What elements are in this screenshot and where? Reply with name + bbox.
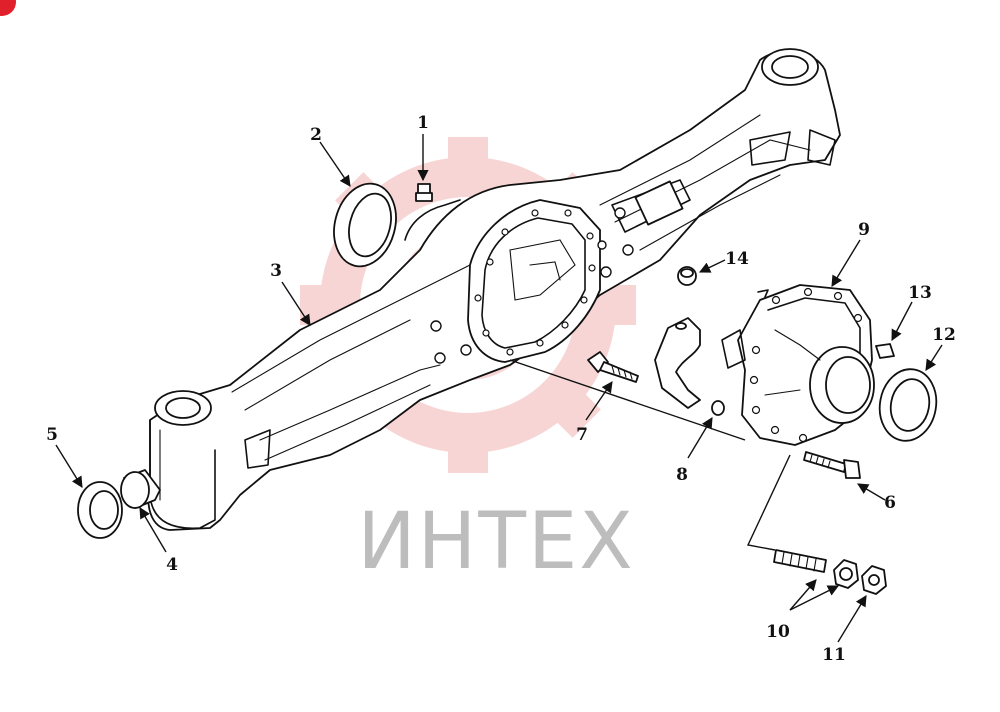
callout-2: 2	[310, 125, 322, 145]
callout-5: 5	[46, 425, 58, 445]
corner-badge	[0, 0, 16, 16]
callout-10: 10	[766, 622, 790, 642]
part-5-seal	[77, 481, 123, 539]
part-13-pin	[875, 343, 895, 359]
callout-4: 4	[166, 555, 178, 575]
callout-8: 8	[676, 465, 688, 485]
part-11-nut	[861, 565, 887, 595]
part-2-seal	[333, 182, 397, 268]
part-8-cap	[654, 317, 725, 416]
part-9-carrier-cover	[721, 284, 875, 446]
part-7-bolt	[587, 351, 639, 383]
part-1-breather	[415, 183, 433, 202]
callout-1: 1	[417, 113, 429, 133]
part-14-plug	[677, 266, 697, 286]
callout-13: 13	[908, 283, 932, 303]
callout-14: 14	[725, 249, 749, 269]
callout-3: 3	[270, 261, 282, 281]
part-10-stud	[773, 549, 827, 573]
callout-7: 7	[576, 425, 588, 445]
callout-9: 9	[858, 220, 870, 240]
part-6-bolt	[803, 451, 861, 479]
leader-arrows	[55, 134, 943, 643]
callout-6: 6	[884, 493, 896, 513]
part-4-bushing	[120, 469, 161, 509]
callout-12: 12	[932, 325, 956, 345]
callout-labels: 1 2 3 4 5 6 7 8 9 10 11 12 13 14	[46, 113, 956, 665]
watermark-text: ИНТЕХ	[357, 497, 634, 587]
callout-11: 11	[822, 645, 846, 665]
axle-housing	[147, 48, 841, 531]
part-10-nut	[833, 559, 859, 589]
part-12-seal	[878, 368, 938, 442]
